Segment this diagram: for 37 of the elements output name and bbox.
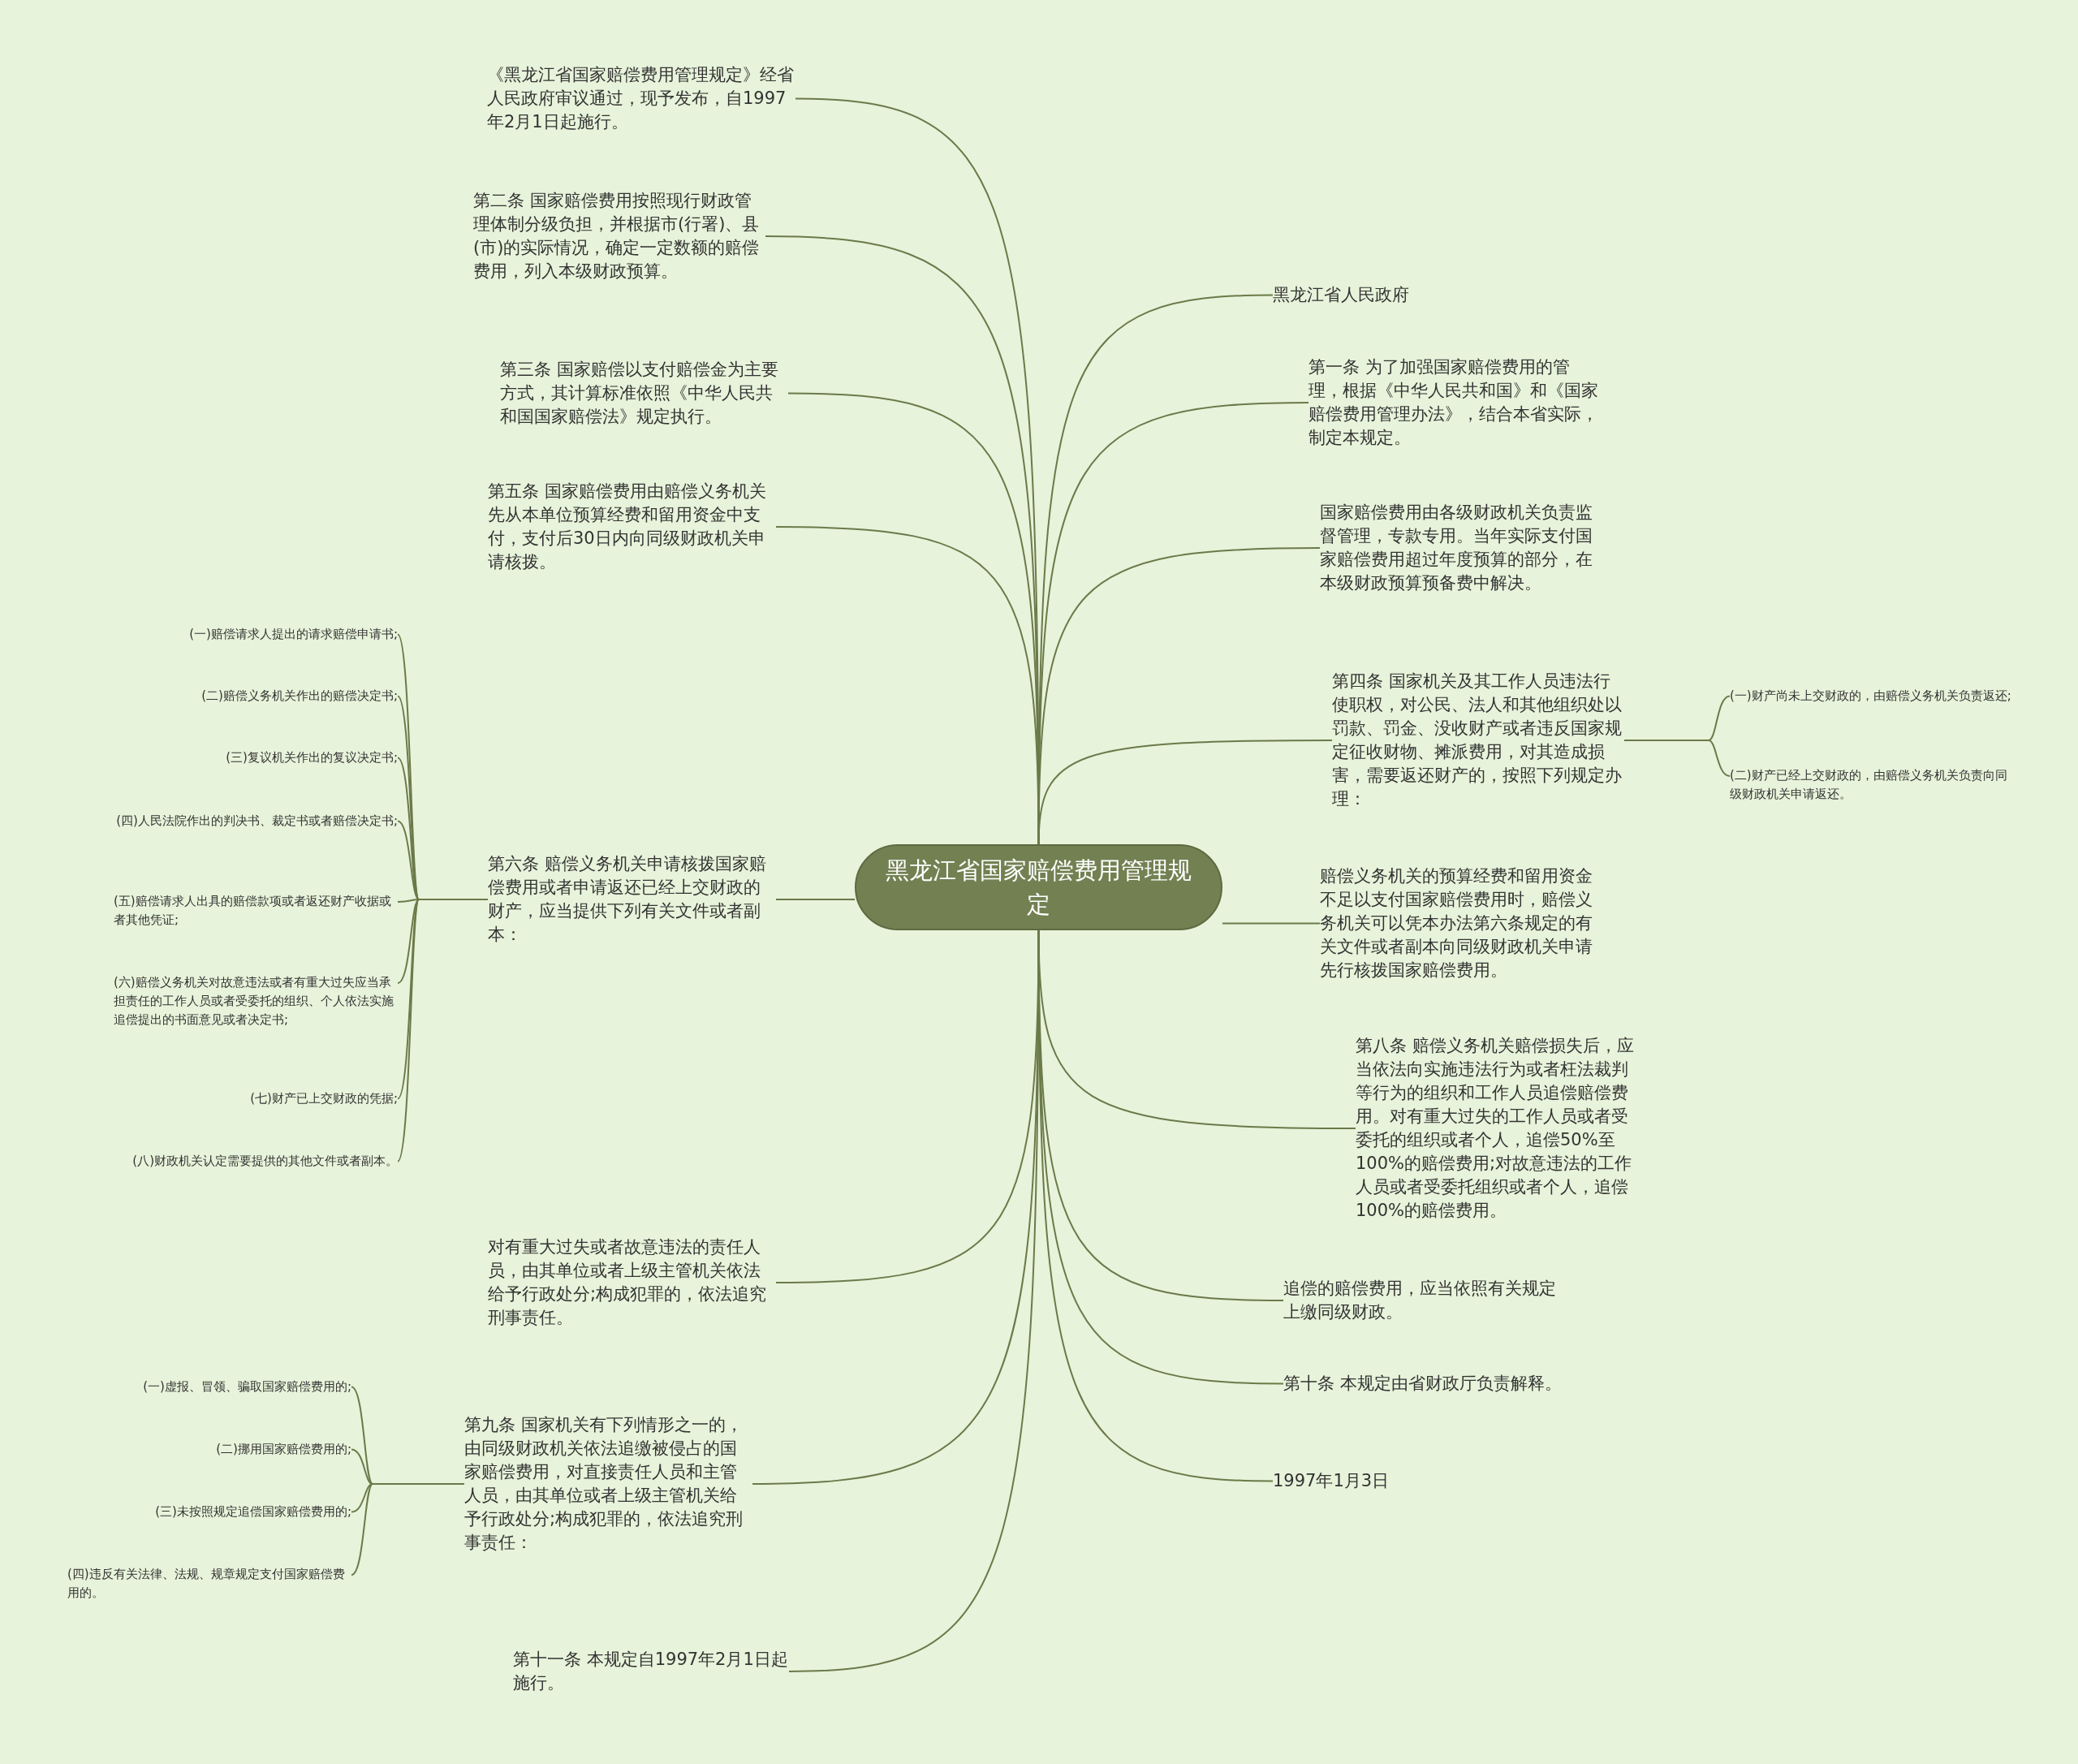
subtopic-text: (一)赔偿请求人提出的请求赔偿申请书; [189,625,398,644]
topic-text: 《黑龙江省国家赔偿费用管理规定》经省人民政府审议通过，现予发布，自1997年2月1日起施行。 [487,63,795,134]
topic-text: 第二条 国家赔偿费用按照现行财政管理体制分级负担，并根据市(行署)、县(市)的实际情况，确定一定数额的赔偿费用，列入本级财政预算。 [473,189,765,283]
connector-line [351,1483,465,1576]
subtopic-text: (四)人民法院作出的判决书、裁定书或者赔偿决定书; [116,812,398,830]
topic-text: 1997年1月3日 [1273,1469,1516,1493]
topic-text: 第六条 赔偿义务机关申请核拨国家赔偿费用或者申请返还已经上交财政的财产，应当提供下列有关文件或者副本： [488,852,776,947]
connector-line [397,899,489,1162]
topic-text: 第十一条 本规定自1997年2月1日起施行。 [513,1648,789,1695]
topic-text: 第九条 国家机关有下列情形之一的，由同级财政机关依法追缴被侵占的国家赔偿费用，对直接责任人员和主管人员，由其单位或者上级主管机关给予行政处分;构成犯罪的，依法追究刑事责任： [464,1413,752,1555]
subtopic-text: (三)复议机关作出的复议决定书; [226,748,398,767]
topic-text: 赔偿义务机关的预算经费和留用资金不足以支付国家赔偿费用时，赔偿义务机关可以凭本办法第六条规定的有关文件或者副本向同级财政机关申请先行核拨国家赔偿费用。 [1320,865,1608,982]
topic-text: 黑龙江省人民政府 [1273,283,1516,307]
subtopic-text: (二)财产已经上交财政的，由赔偿义务机关负责向同级财政机关申请返还。 [1730,766,2014,804]
topic-text: 国家赔偿费用由各级财政机关负责监督管理，专款专用。当年实际支付国家赔偿费用超过年度预算的部分，在本级财政预算预备费中解决。 [1320,501,1608,595]
topic-text: 第一条 为了加强国家赔偿费用的管理，根据《中华人民共和国》和《国家赔偿费用管理办法》，结合本省实际，制定本规定。 [1308,356,1601,450]
subtopic-text: (一)财产尚未上交财政的，由赔偿义务机关负责返还; [1730,687,2014,705]
topic-text: 第十条 本规定由省财政厅负责解释。 [1283,1372,1571,1395]
subtopic-text: (五)赔偿请求人出具的赔偿款项或者返还财产收据或者其他凭证; [114,892,398,929]
subtopic-text: (八)财政机关认定需要提供的其他文件或者副本。 [132,1152,398,1171]
subtopic-text: (六)赔偿义务机关对故意违法或者有重大过失应当承担责任的工作人员或者受委托的组织、个人依法实施追偿提出的书面意见或者决定书; [114,973,398,1029]
subtopic-text: (四)违反有关法律、法规、规章规定支付国家赔偿费用的。 [67,1565,351,1602]
subtopic-text: (三)未按照规定追偿国家赔偿费用的; [155,1503,351,1521]
topic-text: 对有重大过失或者故意违法的责任人员，由其单位或者上级主管机关依法给予行政处分;构成犯罪的，依法追究刑事责任。 [488,1236,776,1330]
topic-text: 第三条 国家赔偿以支付赔偿金为主要方式，其计算标准依照《中华人民共和国国家赔偿法》规定执行。 [500,358,788,429]
connector-line [1222,922,1321,925]
topic-text: 第五条 国家赔偿费用由赔偿义务机关先从本单位预算经费和留用资金中支付，支付后30日内向同级财政机关申请核拨。 [488,480,776,574]
topic-text: 第八条 赔偿义务机关赔偿损失后，应当依法向实施违法行为或者枉法裁判等行为的组织和工作人员追偿赔偿费用。对有重大过失的工作人员或者受委托的组织或者个人，追偿50%至100%的赔偿费用;对故意违法的工作人员或者受委托组织或者个人，追偿100%的赔偿费用。 [1356,1034,1644,1223]
connector-line [1623,740,1731,777]
subtopic-text: (二)挪用国家赔偿费用的; [216,1440,351,1459]
connector-line [775,899,856,900]
subtopic-text: (一)虚报、冒领、骗取国家赔偿费用的; [143,1378,351,1396]
subtopic-text: (二)赔偿义务机关作出的赔偿决定书; [201,687,398,705]
topic-text: 第四条 国家机关及其工作人员违法行使职权，对公民、法人和其他组织处以罚款、罚金、没收财产或者违反国家规定征收财物、摊派费用，对其造成损害，需要返还财产的，按照下列规定办理： [1332,670,1624,811]
topic-text: 追偿的赔偿费用，应当依照有关规定上缴同级财政。 [1283,1277,1571,1324]
subtopic-text: (七)财产已上交财政的凭据; [250,1089,398,1108]
central-topic: 黑龙江省国家赔偿费用管理规定 [855,844,1222,930]
